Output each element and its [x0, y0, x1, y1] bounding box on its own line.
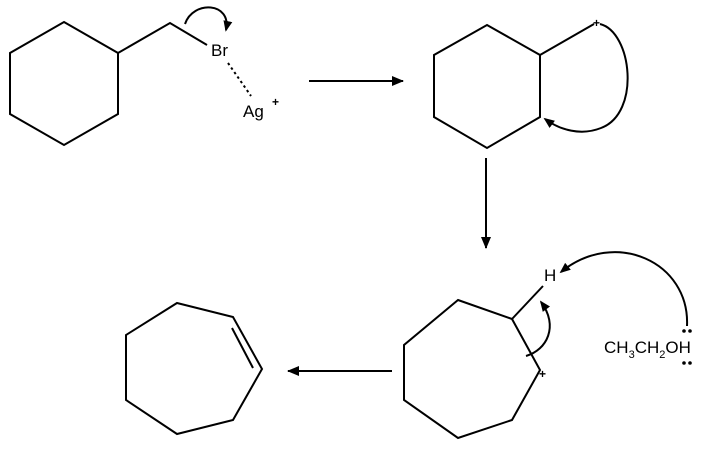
cyclohexane-ring-2 — [433, 23, 541, 150]
cycloheptene-product — [125, 301, 264, 436]
cycloheptene-ring — [125, 301, 264, 436]
carbocation-charge-1: + — [593, 16, 600, 30]
br-ag-dashed-interaction — [227, 62, 252, 97]
ethanol-base: CH3CH2OH — [559, 251, 692, 365]
primary-carbocation: + — [433, 16, 629, 150]
oxygen-lone-pair-bottom — [682, 361, 692, 365]
cycloheptyl-cation: H + — [403, 266, 556, 440]
ch2-br-bonds — [117, 21, 208, 54]
c-h-bond — [511, 285, 544, 320]
hydrogen-label: H — [544, 266, 556, 285]
bromine-label: Br — [211, 41, 228, 60]
silver-ion-label: Ag — [243, 102, 264, 121]
cycloheptane-ring — [403, 298, 542, 440]
oxygen-lone-pair-top — [682, 329, 692, 333]
carbocation-charge-2: + — [539, 367, 546, 381]
ch2-cation-bond — [539, 23, 595, 56]
cycloheptene-double-bond — [231, 327, 254, 369]
curved-arrow-bond-cleavage — [184, 6, 233, 32]
cyclohexylmethyl-bromide: Br Ag + — [9, 6, 279, 147]
silver-ion-charge: + — [272, 95, 279, 109]
curved-arrow-deprotonation — [559, 251, 689, 327]
ethanol-label: CH3CH2OH — [604, 338, 691, 361]
cyclohexane-ring-1 — [9, 20, 119, 147]
curved-arrow-ch-to-cation — [525, 300, 551, 357]
curved-arrow-ring-expansion — [543, 23, 629, 133]
